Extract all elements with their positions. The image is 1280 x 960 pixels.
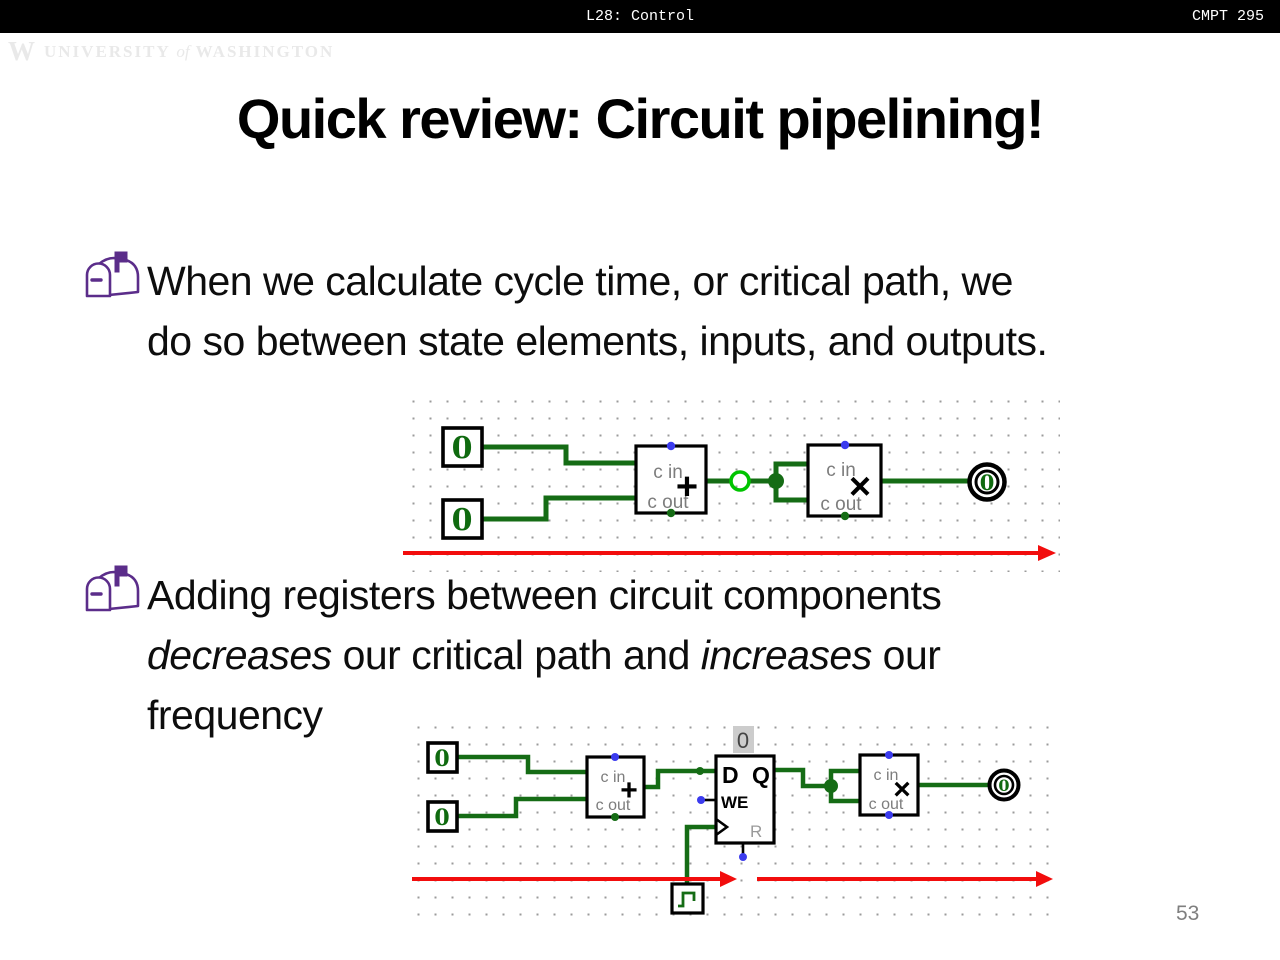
bullet-2: Adding registers between circuit compone…: [147, 565, 942, 745]
uw-logo: W: [8, 36, 35, 66]
adder-component: c in c out +: [585, 753, 646, 821]
svg-text:×: ×: [893, 773, 911, 806]
floating-we-dot: [697, 796, 705, 804]
circuit-diagram-unpipelined: 0 0 c in c out + c in c out ×: [400, 386, 1060, 572]
svg-text:c out: c out: [596, 797, 631, 814]
floating-bottom-dot: [739, 853, 747, 861]
svg-text:c out: c out: [820, 494, 862, 515]
watermark-washington: WASHINGTON: [195, 42, 335, 61]
multiplier-component: c in c out ×: [858, 751, 920, 819]
svg-text:c in: c in: [601, 769, 626, 786]
register-component: D Q WE R: [696, 754, 776, 861]
critical-path-arrow: [403, 545, 1056, 561]
mailbox-bullet-icon: [85, 565, 140, 612]
critical-path-arrow-stage2: [757, 871, 1053, 887]
watermark-university: UNIVERSITY: [44, 42, 171, 61]
svg-text:D: D: [722, 762, 739, 788]
svg-text:0: 0: [998, 776, 1009, 795]
register-value-label: 0: [733, 726, 754, 753]
clock-input-triangle: [715, 817, 730, 837]
input-pin-2: 0: [426, 800, 459, 833]
circuit-1-svg: 0 0 c in c out + c in c out ×: [403, 426, 1056, 561]
floating-node-dot: [666, 441, 676, 451]
mailbox-bullet-icon: [85, 251, 140, 298]
clock-waveform-glyph: [678, 891, 696, 908]
multiplier-component: c in c out ×: [806, 440, 883, 521]
bullet-2-line-2: decreases our critical path and increase…: [147, 632, 941, 678]
wires: [482, 444, 969, 522]
svg-text:c out: c out: [647, 492, 689, 513]
bullet-2-line-3: frequency: [147, 692, 323, 738]
floating-node-dot: [885, 811, 893, 819]
bullet-1: When we calculate cycle time, or critica…: [147, 251, 1048, 371]
floating-node-dot: [611, 753, 619, 761]
svg-text:×: ×: [849, 466, 871, 508]
floating-node-dot: [885, 751, 893, 759]
critical-path-arrow-stage1: [412, 871, 737, 887]
bullet-2-line-1: Adding registers between circuit compone…: [147, 572, 942, 618]
d-input-node-dot: [696, 767, 704, 775]
svg-text:WE: WE: [721, 793, 748, 812]
svg-text:c out: c out: [869, 796, 904, 813]
watermark-of: of: [176, 42, 190, 61]
svg-text:0: 0: [434, 746, 449, 772]
wires: [457, 754, 990, 884]
svg-text:0: 0: [980, 470, 995, 495]
output-pin: 0: [987, 768, 1021, 802]
input-pin-2: 0: [441, 498, 484, 540]
svg-text:R: R: [750, 822, 762, 841]
svg-text:0: 0: [452, 431, 473, 466]
circuit-2-svg: 0 0 c in c out + 0 D Q WE R: [412, 726, 1053, 915]
clock-component: [670, 882, 705, 915]
svg-text:+: +: [676, 466, 698, 508]
svg-text:0: 0: [737, 728, 749, 753]
input-pin-1: 0: [426, 741, 459, 774]
wire-probe-circle: [729, 470, 751, 492]
output-pin: 0: [967, 462, 1007, 502]
carry-node-dot: [840, 511, 850, 521]
circuit-diagram-pipelined: 0 0 c in c out + 0 D Q WE R: [405, 712, 1060, 922]
university-watermark: W UNIVERSITY of WASHINGTON: [8, 36, 334, 67]
svg-text:+: +: [620, 774, 638, 807]
bullet-1-line-2: do so between state elements, inputs, an…: [147, 318, 1048, 364]
emphasis-increases: increases: [700, 632, 872, 678]
adder-component: c in c out +: [634, 441, 708, 518]
svg-text:0: 0: [452, 503, 473, 538]
input-pin-1: 0: [441, 426, 484, 468]
page-title: Quick review: Circuit pipelining!: [236, 87, 1045, 150]
wire-junction-dot: [768, 473, 784, 489]
bullet-1-line-1: When we calculate cycle time, or critica…: [147, 258, 1013, 304]
page-number: 53: [1176, 902, 1200, 925]
carry-node-dot: [666, 508, 676, 518]
svg-text:c in: c in: [874, 767, 899, 784]
emphasis-decreases: decreases: [147, 632, 332, 678]
svg-text:0: 0: [434, 805, 449, 831]
slide-header-bar: L28: Control CMPT 295: [0, 0, 1280, 33]
svg-text:c in: c in: [653, 462, 683, 483]
floating-node-dot: [840, 440, 850, 450]
wire-junction-dot: [824, 779, 838, 793]
carry-node-dot: [611, 813, 619, 821]
svg-text:c in: c in: [826, 460, 856, 481]
course-label: CMPT 295: [1191, 8, 1264, 25]
svg-text:Q: Q: [752, 762, 770, 788]
lecture-label: L28: Control: [585, 8, 695, 25]
